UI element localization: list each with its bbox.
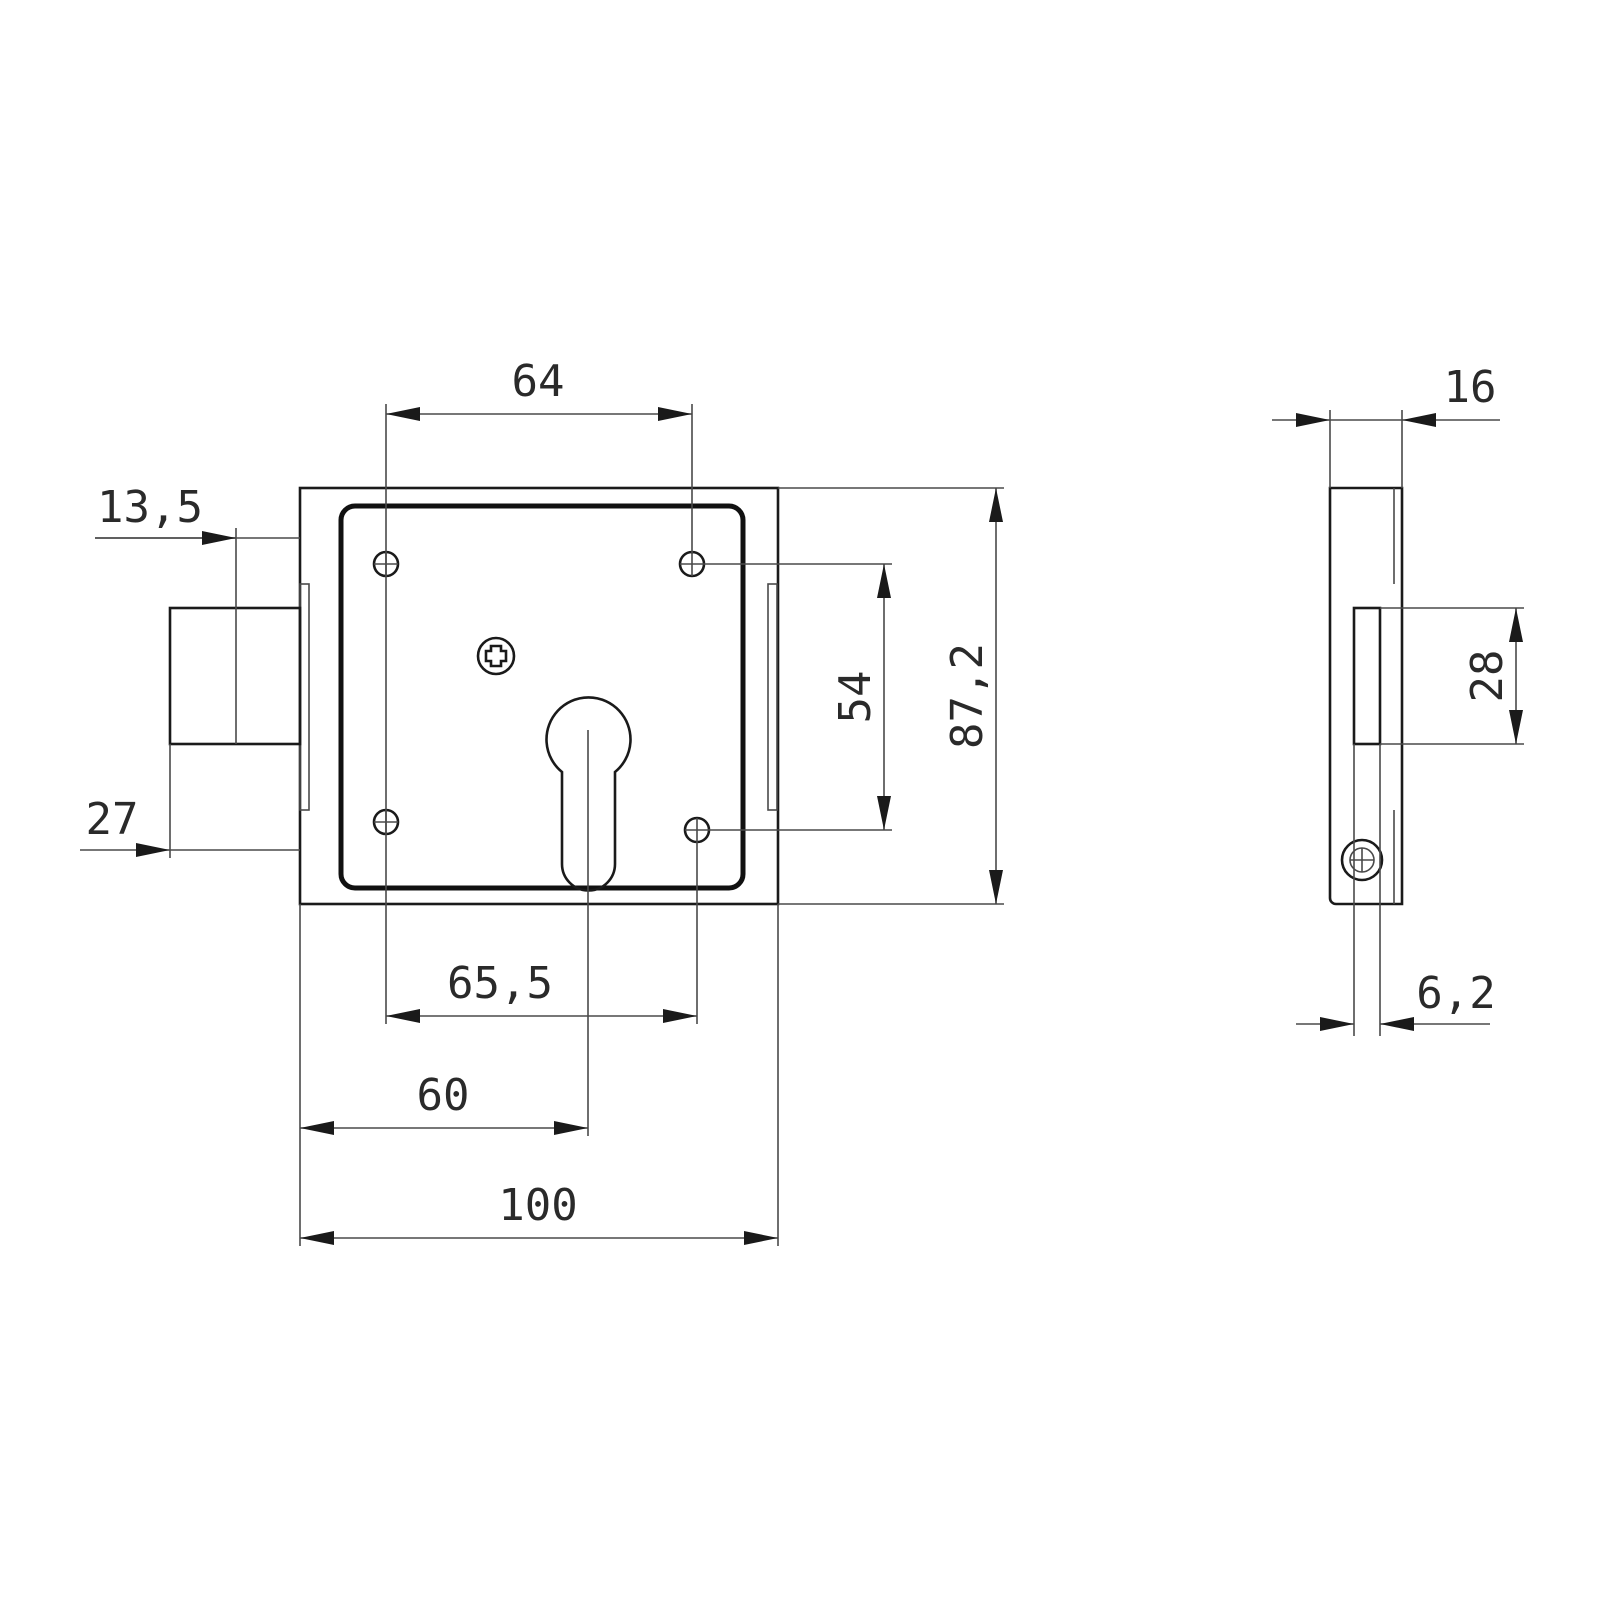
right-guide-strip [767, 583, 778, 811]
dim-label-87-2: 87,2 [942, 643, 993, 749]
dim-label-27: 27 [86, 794, 139, 845]
dim-label-64: 64 [512, 356, 565, 407]
lock-case-outline [298, 486, 780, 906]
side-screw-icon [1340, 838, 1384, 882]
side-bolt-slot [1352, 606, 1382, 746]
front-view [168, 486, 780, 906]
dim-label-16: 16 [1444, 362, 1497, 413]
side-view [1328, 486, 1404, 906]
dim-label-28: 28 [1462, 650, 1513, 703]
side-dimensions: 16 28 6,2 [1272, 362, 1524, 1036]
dim-label-54: 54 [830, 671, 881, 724]
dim-label-6-2: 6,2 [1416, 968, 1495, 1019]
dim-label-65-5: 65,5 [447, 958, 553, 1009]
mounting-hole-top-right [678, 550, 706, 578]
front-dimensions: 64 13,5 27 54 87,2 65,5 60 100 [80, 356, 1004, 1246]
mounting-hole-bottom-right [683, 816, 711, 844]
cylinder-keyhole [545, 696, 632, 892]
dim-label-13-5: 13,5 [97, 482, 203, 533]
dim-label-100: 100 [498, 1180, 577, 1231]
phillips-screw-icon [476, 636, 516, 676]
cover-plate [338, 503, 746, 891]
left-guide-strip [299, 583, 310, 811]
side-case-outline [1328, 486, 1404, 906]
dim-label-60: 60 [417, 1070, 470, 1121]
lock-bolt [168, 606, 302, 746]
